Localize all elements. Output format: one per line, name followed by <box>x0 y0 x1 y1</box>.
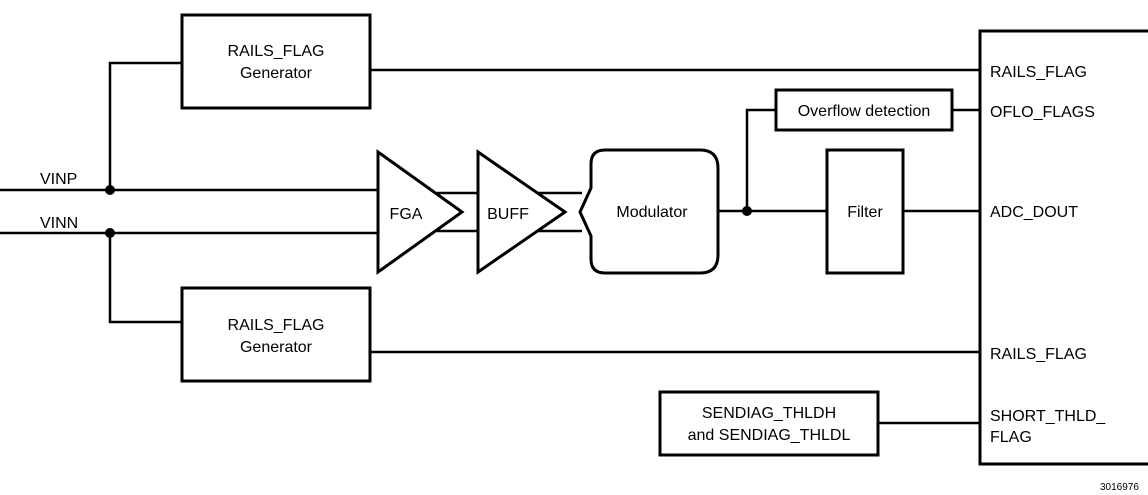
rails-flag-generator-bottom <box>180 286 372 383</box>
short-thld-flag-output-2: FLAG <box>990 429 1032 446</box>
rails-gen-top-label-2: Generator <box>240 65 313 82</box>
sendiag-threshold-block <box>658 390 880 457</box>
rails-gen-bottom-label-2: Generator <box>240 339 313 356</box>
fga-label: FGA <box>390 206 423 223</box>
overflow-in-wire <box>745 108 776 211</box>
filter-block <box>825 148 905 275</box>
sendiag-label-2: and SENDIAG_THLDL <box>688 427 851 444</box>
overflow-detection-label: Overflow detection <box>798 103 931 120</box>
short-thld-flag-output-1: SHORT_THLD_ <box>990 408 1106 425</box>
modulator-label: Modulator <box>616 204 688 221</box>
figure-id: 3016976 <box>1100 482 1139 493</box>
vinp-label: VINP <box>40 171 77 188</box>
fga-amplifier <box>376 149 465 275</box>
vinn-tap-wire <box>108 233 182 324</box>
rails-flag-top-output: RAILS_FLAG <box>990 64 1087 81</box>
buff-amplifier <box>476 149 568 275</box>
modulator-block <box>578 148 720 275</box>
sendiag-label-1: SENDIAG_THLDH <box>702 405 836 422</box>
rails-flag-bottom-output: RAILS_FLAG <box>990 346 1087 363</box>
rails-gen-bottom-label-1: RAILS_FLAG <box>228 317 325 334</box>
buff-label: BUFF <box>487 206 529 223</box>
rails-flag-generator-top <box>180 13 372 110</box>
vinn-label: VINN <box>40 215 78 232</box>
filter-label: Filter <box>847 204 883 221</box>
adc-dout-output: ADC_DOUT <box>990 204 1078 221</box>
output-block <box>978 29 1148 466</box>
vinp-tap-wire <box>108 61 182 190</box>
oflo-flags-output: OFLO_FLAGS <box>990 104 1095 121</box>
rails-gen-top-label-1: RAILS_FLAG <box>228 43 325 60</box>
